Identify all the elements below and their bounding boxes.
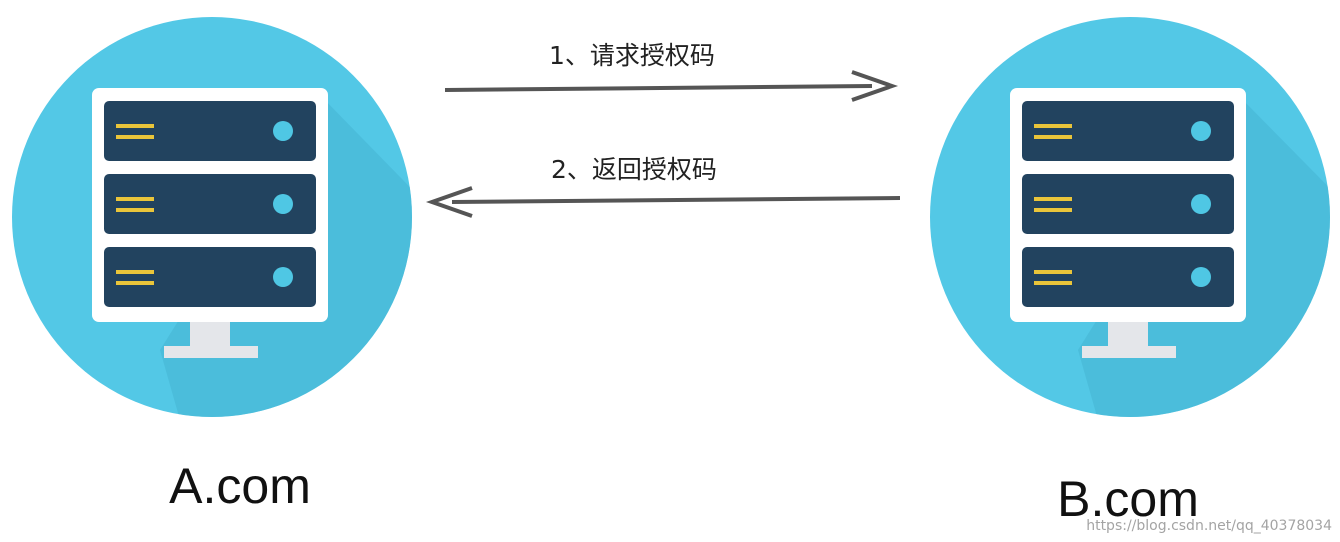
server-b-node: B.com [930,17,1330,527]
response-arrow-label: 2、返回授权码 [551,155,717,184]
server-a-label: A.com [169,458,311,514]
request-arrow-label: 1、请求授权码 [549,41,715,70]
arrowhead-right-icon [851,70,899,102]
server-b-label: B.com [1057,471,1199,527]
request-arrow: 1、请求授权码 [444,41,899,102]
arrowhead-left-icon [425,186,473,218]
watermark-text: https://blog.csdn.net/qq_40378034 [1086,518,1332,534]
server-rack-icon [1010,88,1246,358]
server-rack-icon [92,88,328,358]
server-a-node: A.com [12,17,412,514]
response-arrow: 2、返回授权码 [425,155,901,218]
